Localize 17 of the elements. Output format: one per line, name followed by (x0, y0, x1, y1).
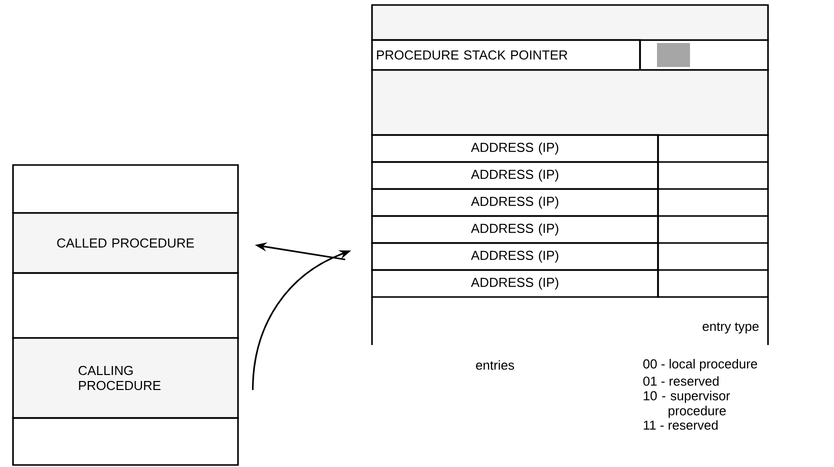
table-cell: CALLED PROCEDURE (12, 212, 239, 274)
empty-cell (371, 69, 769, 136)
note: entry type (702, 322, 759, 334)
empty-cell (12, 417, 239, 466)
table-cell: ADDRESS (IP) (371, 134, 659, 163)
note: 00 - local procedure (643, 358, 758, 372)
legend-note: 10 - supervisor procedure (644, 390, 730, 418)
table-cell: ADDRESS (IP) (371, 242, 659, 271)
note: entries (476, 360, 514, 370)
table-cell: CALLING PROCEDURE (12, 337, 239, 419)
table-cell: ADDRESS (IP) (371, 188, 659, 217)
note: 01 - reserved (643, 376, 719, 386)
note: 11 - reserved (644, 420, 718, 430)
table-cell: ADDRESS (IP) (371, 161, 659, 190)
table-cell: ADDRESS (IP) (371, 215, 659, 244)
empty-cell (371, 4, 769, 41)
table-cell: ADDRESS (IP) (371, 269, 659, 298)
